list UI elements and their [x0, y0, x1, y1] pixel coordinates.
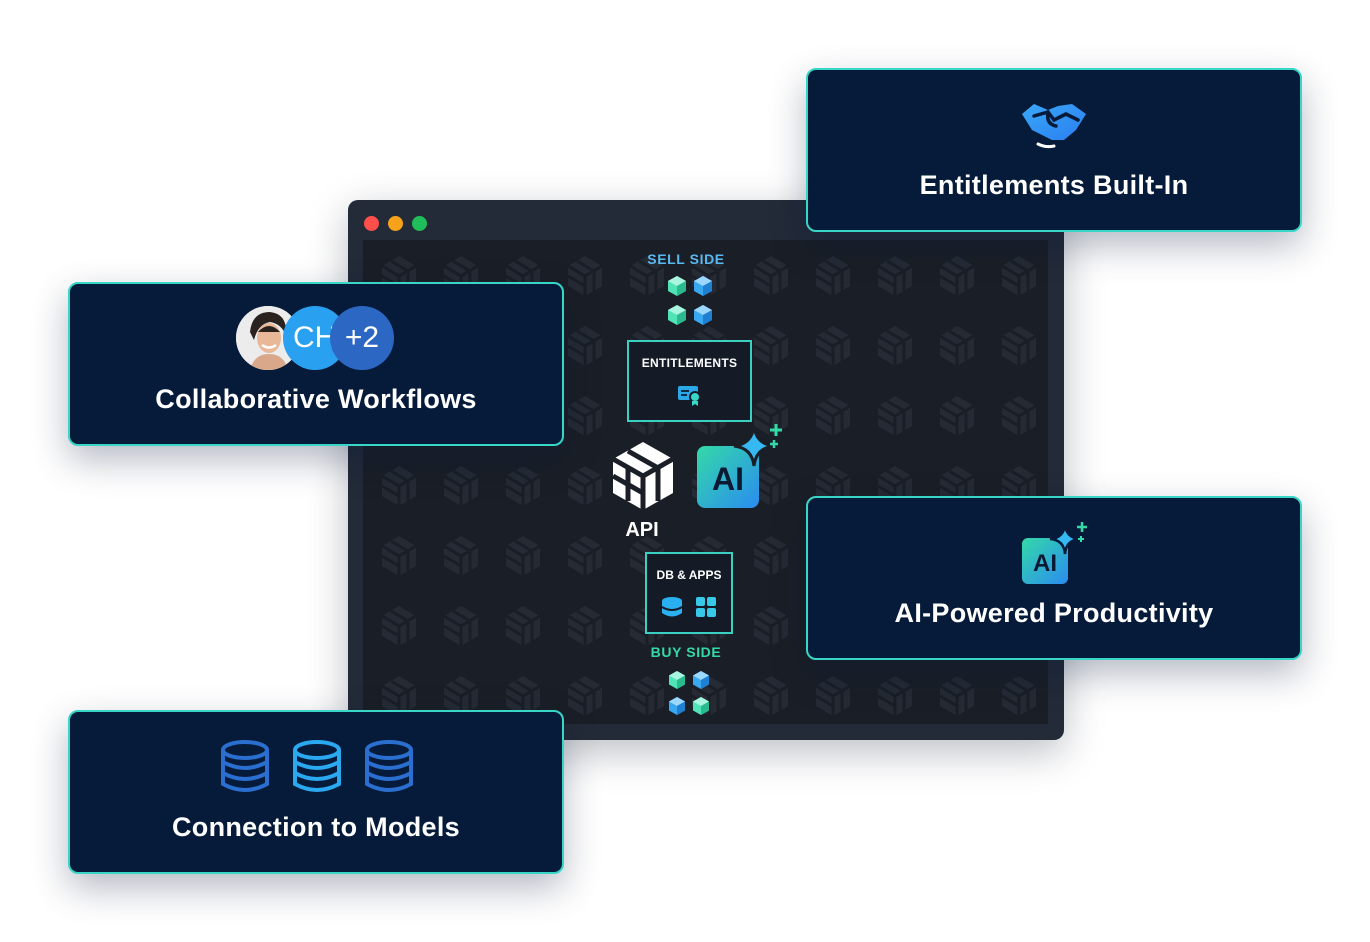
background-cube-tile: [814, 674, 852, 718]
background-cube-tile: [814, 394, 852, 438]
database-icon: [365, 740, 413, 792]
background-cube-tile: [442, 534, 480, 578]
minimize-window-button[interactable]: [388, 216, 403, 231]
background-cube-tile: [442, 464, 480, 508]
background-cube-tile: [1000, 674, 1038, 718]
background-cube-tile: [752, 254, 790, 298]
db-apps-node: DB & APPS: [645, 552, 733, 634]
background-cube-tile: [814, 324, 852, 368]
background-cube-tile: [814, 254, 852, 298]
background-cube-tile: [566, 464, 604, 508]
background-cube-tile: [752, 674, 790, 718]
background-cube-tile: [752, 604, 790, 648]
buy-side-cubes-icon: [669, 671, 709, 715]
background-cube-tile: [566, 254, 604, 298]
background-cube-tile: [504, 464, 542, 508]
close-window-button[interactable]: [364, 216, 379, 231]
db-apps-node-label: DB & APPS: [656, 568, 722, 582]
databases-icon-group: [221, 740, 413, 792]
background-cube-tile: [938, 394, 976, 438]
background-cube-tile: [938, 324, 976, 368]
certificate-icon: [678, 386, 701, 406]
maximize-window-button[interactable]: [412, 216, 427, 231]
entitlements-card: Entitlements Built-In: [806, 68, 1302, 232]
background-cube-tile: [566, 324, 604, 368]
ai-sparkle-icon: AI: [1022, 522, 1087, 584]
avatar-more-label: +2: [344, 321, 380, 354]
database-icon: [661, 597, 683, 617]
ai-card-title: AI-Powered Productivity: [894, 598, 1214, 628]
database-icon: [293, 740, 341, 792]
background-cube-tile: [566, 394, 604, 438]
background-cube-tile: [876, 674, 914, 718]
background-cube-tile: [1000, 254, 1038, 298]
entitlements-node-label: ENTITLEMENTS: [641, 356, 738, 370]
background-cube-tile: [566, 604, 604, 648]
background-cube-tile: [938, 254, 976, 298]
background-cube-tile: [628, 674, 666, 718]
connection-card-title: Connection to Models: [172, 812, 460, 842]
ai-sparkle-icon: AI: [697, 424, 782, 508]
background-cube-tile: [1000, 394, 1038, 438]
background-cube-tile: [566, 534, 604, 578]
background-cube-tile: [876, 394, 914, 438]
connection-to-models-card: Connection to Models: [68, 710, 564, 874]
avatar-group[interactable]: CH +2: [236, 306, 406, 372]
background-cube-tile: [876, 254, 914, 298]
handshake-icon: [1022, 104, 1086, 149]
entitlements-card-title: Entitlements Built-In: [919, 170, 1189, 200]
ai-card-badge-text: AI: [1033, 550, 1057, 577]
background-cube-tile: [380, 464, 418, 508]
apps-grid-icon: [696, 597, 716, 617]
sell-side-cubes-icon: [668, 276, 712, 325]
background-cube-tile: [938, 674, 976, 718]
background-cube-tile: [380, 604, 418, 648]
ai-productivity-card: AI AI-Powered Productivity: [806, 496, 1302, 660]
collaborative-workflows-card: CH +2 Collaborative Workflows: [68, 282, 564, 446]
background-cube-tile: [566, 674, 604, 718]
background-cube-tile: [442, 604, 480, 648]
collaborative-card-title: Collaborative Workflows: [155, 384, 477, 414]
ai-badge-text: AI: [712, 461, 744, 497]
background-cube-tile: [752, 324, 790, 368]
background-cube-tile: [380, 534, 418, 578]
avatar-initials: CH: [293, 321, 337, 354]
database-icon: [221, 740, 269, 792]
entitlements-node: ENTITLEMENTS: [627, 340, 752, 422]
buy-side-label: BUY SIDE: [650, 644, 722, 660]
background-cube-tile: [876, 324, 914, 368]
background-cube-tile: [504, 604, 542, 648]
background-cube-tile: [1000, 324, 1038, 368]
sell-side-label: SELL SIDE: [647, 251, 725, 267]
avatar-overflow-count[interactable]: +2: [330, 306, 394, 370]
api-label: API: [625, 519, 659, 541]
background-cube-tile: [752, 534, 790, 578]
background-cube-tile: [504, 534, 542, 578]
api-logo-icon: [611, 442, 675, 510]
